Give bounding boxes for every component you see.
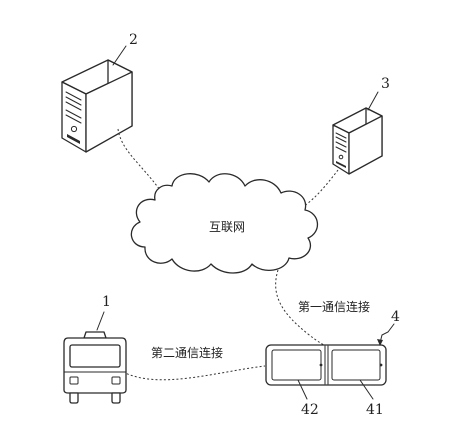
server-2-number: 2 bbox=[129, 32, 138, 48]
server-2 bbox=[61, 59, 133, 153]
link-bus-terminal bbox=[122, 365, 266, 381]
screen-42-number: 42 bbox=[301, 402, 319, 418]
screen-42-leader bbox=[297, 379, 308, 400]
bus-leader bbox=[96, 311, 105, 331]
link-server2-cloud bbox=[117, 128, 161, 191]
server-3 bbox=[332, 107, 383, 175]
server-2-leader bbox=[112, 45, 127, 66]
screen-41-leader bbox=[359, 379, 374, 400]
bus bbox=[63, 331, 127, 404]
foldable-terminal bbox=[265, 344, 387, 386]
terminal-leader bbox=[379, 323, 395, 344]
first-connection-label: 第一通信连接 bbox=[298, 299, 370, 314]
link-cloud-terminal bbox=[275, 269, 331, 349]
link-server3-cloud bbox=[303, 169, 339, 207]
internet-label: 互联网 bbox=[209, 220, 245, 234]
bus-number: 1 bbox=[102, 294, 111, 310]
server-3-leader bbox=[367, 91, 379, 111]
terminal-number: 4 bbox=[391, 309, 400, 325]
screen-41-number: 41 bbox=[366, 402, 384, 418]
terminal-leader-arrow bbox=[377, 339, 383, 346]
internet-cloud bbox=[130, 173, 319, 274]
second-connection-label: 第二通信连接 bbox=[151, 345, 223, 360]
server-3-number: 3 bbox=[381, 76, 390, 92]
